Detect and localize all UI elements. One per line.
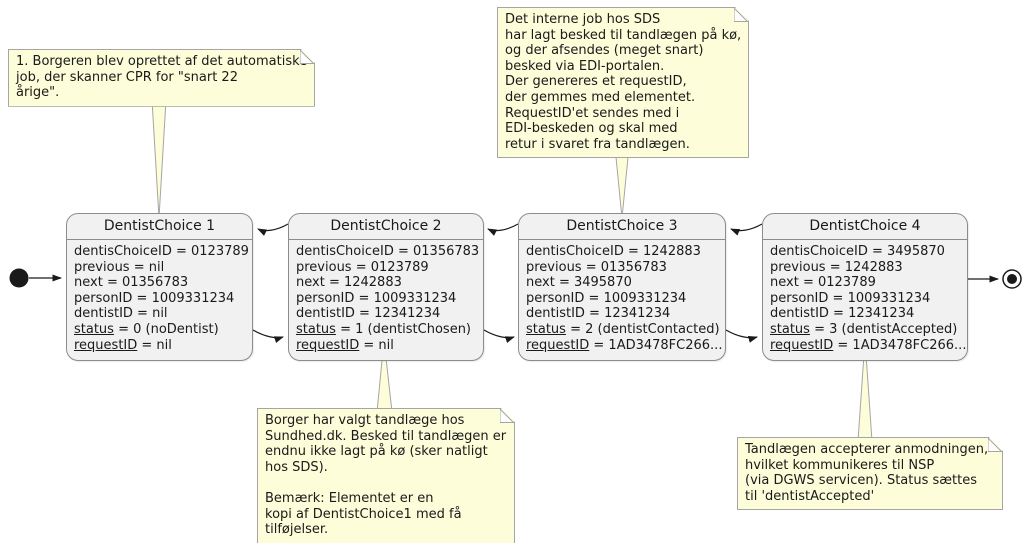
field-label: previous — [296, 259, 352, 275]
field-label: dentisChoiceID — [296, 244, 394, 259]
state-field-line: status = 1 (dentistChosen) — [296, 321, 472, 337]
transition-2-to-3 — [483, 329, 515, 344]
field-label: requestID — [526, 337, 590, 353]
note-automatic-job: 1. Borgeren blev oprettet af det automat… — [8, 49, 315, 107]
state-field-line: status = 0 (noDentist) — [74, 321, 219, 337]
state-field-line: next = 01356783 — [74, 275, 189, 291]
state-field-line: dentisChoiceID = 3495870 — [770, 244, 945, 259]
state-field-line: personID = 1009331234 — [770, 290, 931, 306]
state-field-line: next = 3495870 — [526, 275, 632, 291]
state-field-line: next = 1242883 — [296, 275, 402, 291]
state-field-line: dentistID = 12341234 — [296, 306, 441, 322]
state-dentistchoice-1: DentistChoice 1 dentisChoiceID = 0123789… — [66, 213, 253, 362]
transition-4-to-3 — [730, 223, 763, 236]
note-fold-icon — [988, 438, 1002, 452]
field-label: personID — [74, 290, 133, 306]
field-label: next — [296, 275, 325, 291]
field-label: dentisChoiceID — [74, 244, 172, 259]
field-label: dentistID — [74, 306, 133, 322]
state-dentistchoice-2: DentistChoice 2 dentisChoiceID = 0135678… — [288, 213, 484, 362]
state-field-line: previous = 1242883 — [770, 259, 903, 275]
state-field-line: previous = 0123789 — [296, 259, 429, 275]
field-label: dentistID — [296, 306, 355, 322]
final-state-dot-icon — [1007, 274, 1017, 284]
state-field-line: requestID = nil — [296, 337, 394, 353]
state-field-line: requestID = 1AD3478FC266... — [526, 337, 723, 353]
note-fold-icon — [500, 409, 514, 423]
state-field-line: dentisChoiceID = 1242883 — [526, 244, 701, 259]
field-label: status — [770, 321, 810, 337]
note-text: Tandlægen accepterer anmodningen, hvilke… — [745, 442, 989, 504]
state-title: DentistChoice 4 — [763, 214, 967, 240]
field-label: previous — [74, 259, 130, 275]
state-dentistchoice-3: DentistChoice 3 dentisChoiceID = 1242883… — [518, 213, 726, 362]
field-label: personID — [770, 290, 829, 306]
field-label: status — [526, 321, 566, 337]
state-field-line: dentistID = nil — [74, 306, 168, 322]
field-label: dentistID — [770, 306, 829, 322]
field-label: dentisChoiceID — [770, 244, 868, 259]
field-label: personID — [296, 290, 355, 306]
note-dentist-chosen: Borger har valgt tandlæge hos Sundhed.dk… — [257, 408, 515, 543]
field-label: previous — [770, 259, 826, 275]
note-text: Borger har valgt tandlæge hos Sundhed.dk… — [265, 413, 507, 538]
state-field-line: dentisChoiceID = 0123789 — [74, 244, 249, 259]
transition-1-to-2 — [252, 329, 284, 344]
state-field-line: personID = 1009331234 — [296, 290, 457, 306]
transition-2-to-1 — [257, 223, 289, 236]
state-field-line: next = 0123789 — [770, 275, 876, 291]
state-field-line: personID = 1009331234 — [74, 290, 235, 306]
note-text: Det interne job hos SDS har lagt besked … — [505, 12, 742, 152]
note1-connector — [151, 99, 167, 219]
state-field-line: status = 3 (dentistAccepted) — [770, 321, 958, 337]
state-field-line: personID = 1009331234 — [526, 290, 687, 306]
note-text: 1. Borgeren blev oprettet af det automat… — [16, 54, 308, 101]
field-label: requestID — [770, 337, 834, 353]
transition-3-to-4 — [725, 329, 758, 343]
field-label: dentisChoiceID — [526, 244, 624, 259]
state-field-line: previous = nil — [74, 259, 165, 275]
field-label: requestID — [296, 337, 360, 353]
transition-3-to-2 — [487, 223, 519, 236]
note-fold-icon — [734, 8, 748, 22]
state-field-line: dentisChoiceID = 01356783 — [296, 244, 480, 259]
state-field-line: dentistID = 12341234 — [526, 306, 671, 322]
initial-state-icon — [9, 268, 29, 288]
state-field-line: previous = 01356783 — [526, 259, 667, 275]
state-field-line: dentistID = 12341234 — [770, 306, 915, 322]
state-title: DentistChoice 3 — [519, 214, 725, 240]
field-label: requestID — [74, 337, 138, 353]
field-label: status — [74, 321, 114, 337]
note-sds-queue-edi: Det interne job hos SDS har lagt besked … — [497, 7, 749, 158]
field-label: previous — [526, 259, 582, 275]
state-dentistchoice-4: DentistChoice 4 dentisChoiceID = 3495870… — [762, 213, 968, 362]
field-label: status — [296, 321, 336, 337]
state-title: DentistChoice 2 — [289, 214, 483, 240]
field-label: dentistID — [526, 306, 585, 322]
field-label: next — [74, 275, 103, 291]
state-field-line: requestID = nil — [74, 337, 172, 353]
field-label: next — [526, 275, 555, 291]
note-fold-icon — [300, 50, 314, 64]
state-field-line: requestID = 1AD3478FC266... — [770, 337, 967, 353]
field-label: next — [770, 275, 799, 291]
state-title: DentistChoice 1 — [67, 214, 252, 240]
state-field-line: status = 2 (dentistContacted) — [526, 321, 720, 337]
note-dentist-accepted: Tandlægen accepterer anmodningen, hvilke… — [737, 437, 1003, 510]
field-label: personID — [526, 290, 585, 306]
